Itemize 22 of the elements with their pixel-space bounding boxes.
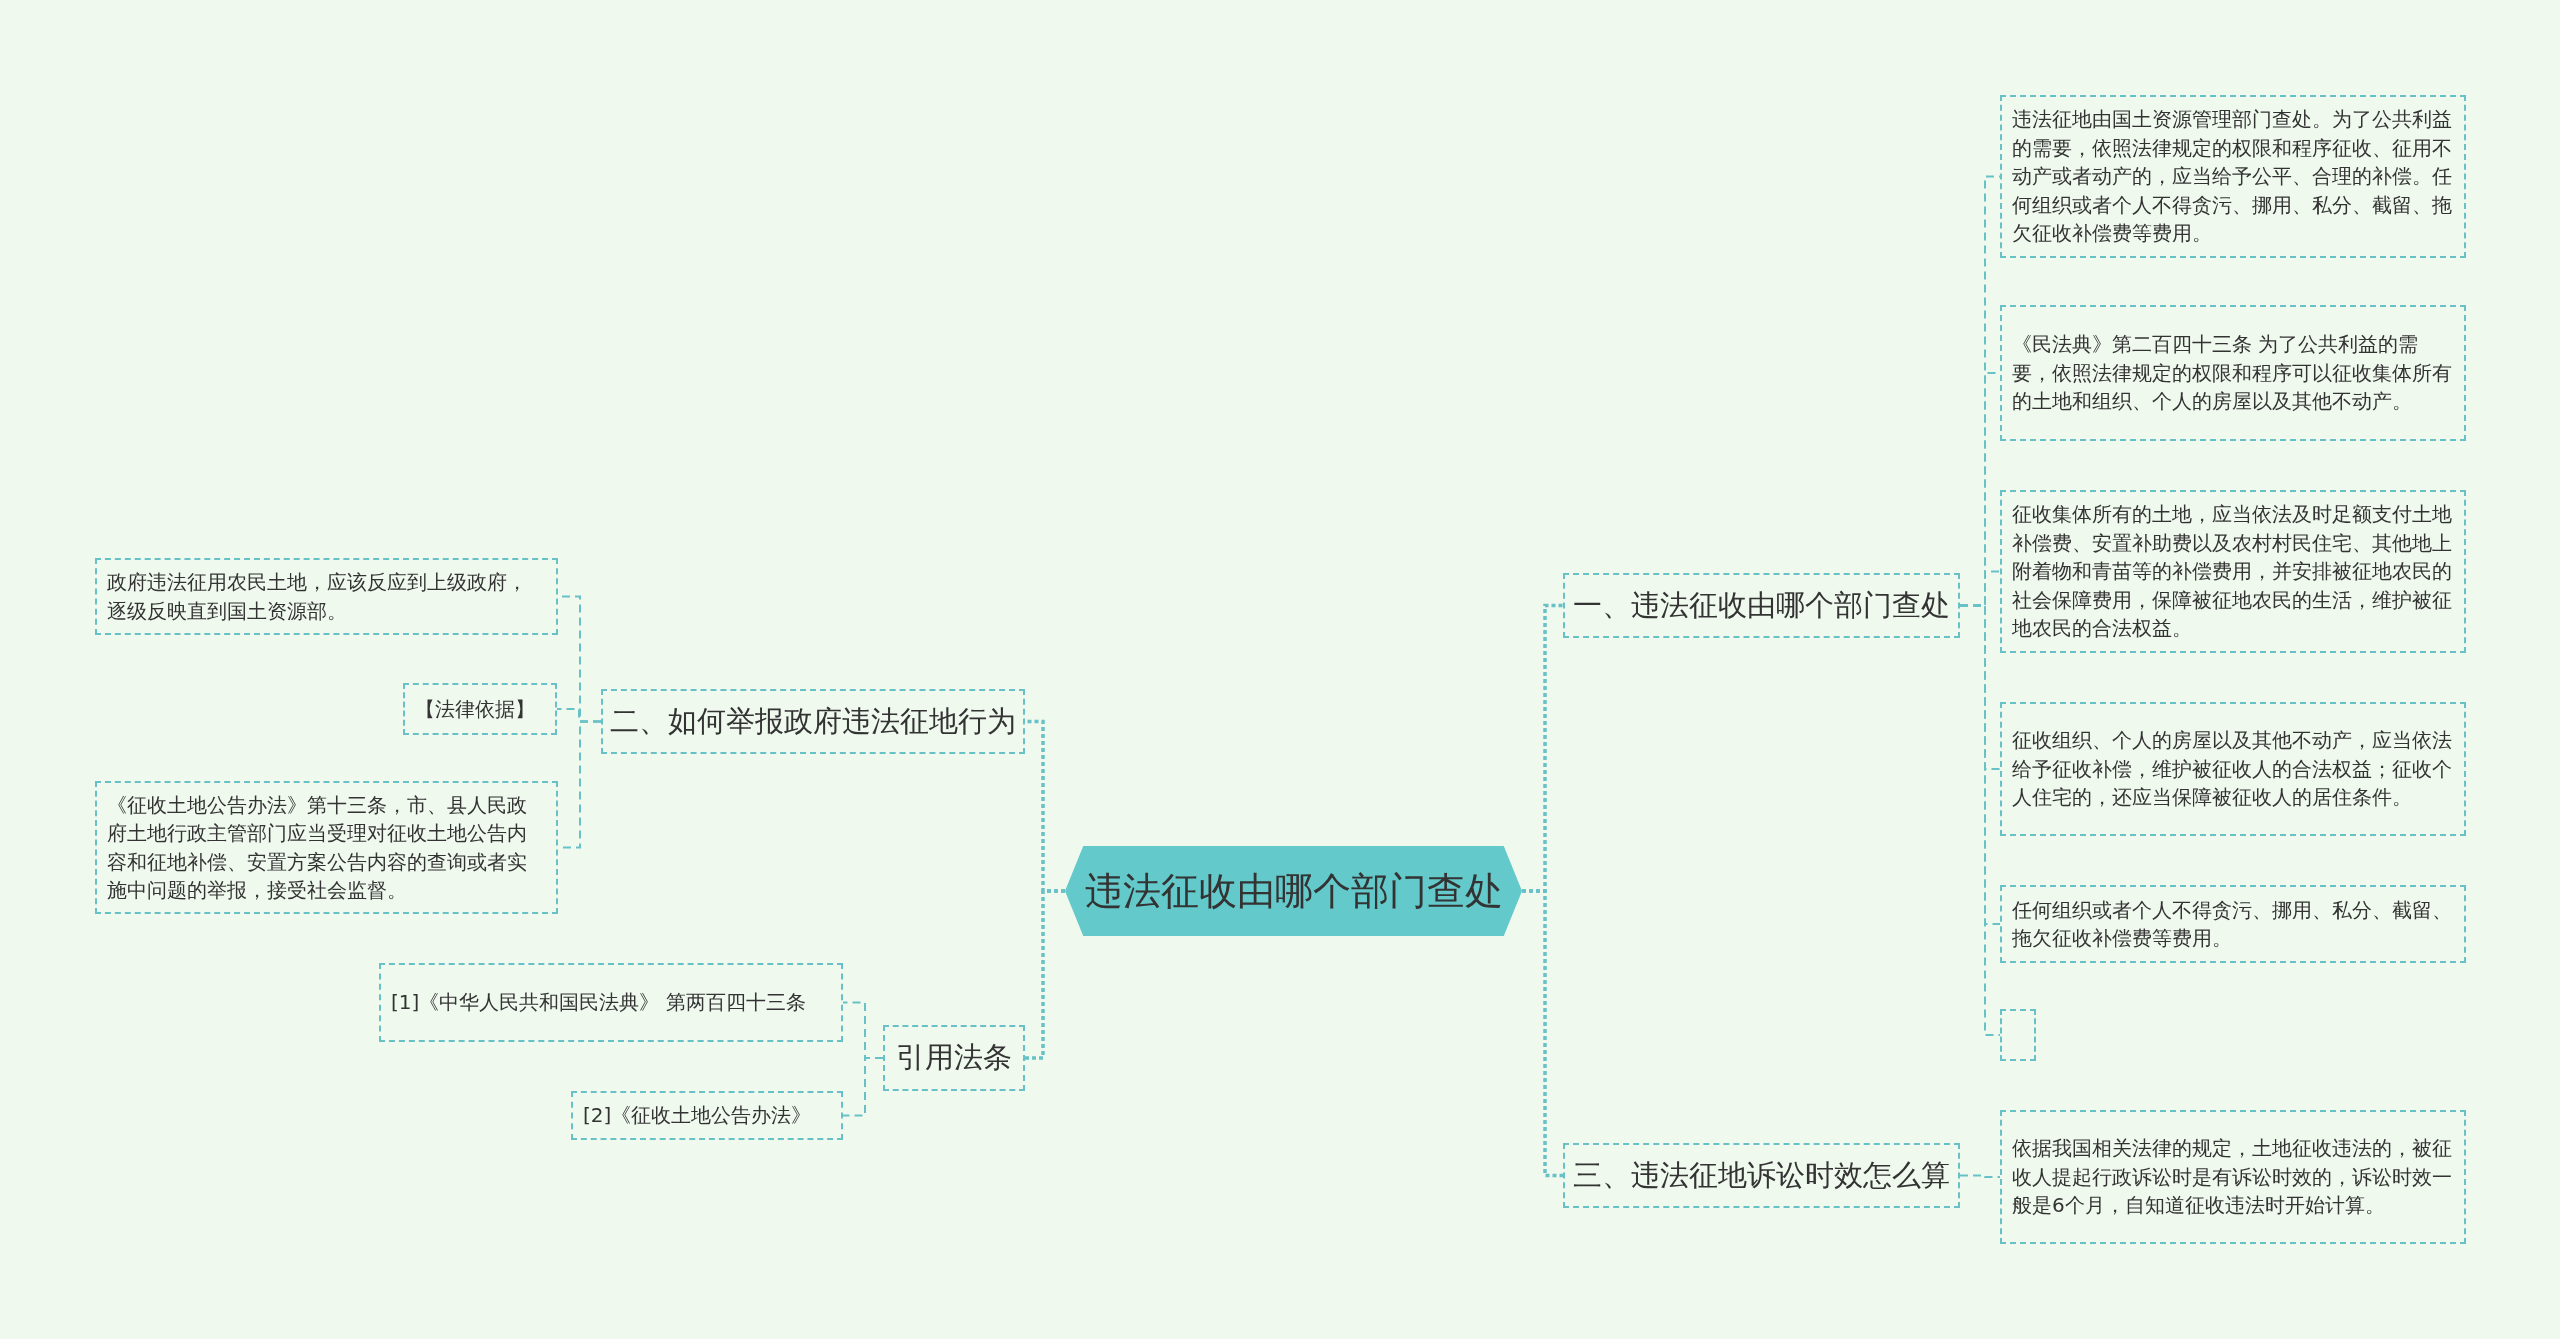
text-box: [2]《征收土地公告办法》 (571, 1091, 843, 1140)
text-box: 任何组织或者个人不得贪污、挪用、私分、截留、拖欠征收补偿费等费用。 (2000, 885, 2466, 963)
connector (1959, 604, 2001, 1036)
topic-box: 引用法条 (883, 1025, 1025, 1091)
text-box: 《民法典》第二百四十三条 为了公共利益的需要，依照法律规定的权限和程序可以征收集体所有的土地和组织、个人的房屋以及其他不动产。 (2000, 305, 2466, 441)
connector (842, 1057, 884, 1117)
text-box: 征收组织、个人的房屋以及其他不动产，应当依法给予征收补偿，维护被征收人的合法权益；征收个人住宅的，还应当保障被征收人的居住条件。 (2000, 702, 2466, 836)
connector (1522, 889, 1563, 1178)
text-box: 征收集体所有的土地，应当依法及时足额支付土地补偿费、安置补助费以及农村村民住宅、其他地上附着物和青苗等的补偿费用，并安排被征地农民的社会保障费用，保障被征地农民的生活，维护被征地农民的合法权益。 (2000, 490, 2466, 653)
text-box: 《征收土地公告办法》第十三条，市、县人民政府土地行政主管部门应当受理对征收土地公告内容和征地补偿、安置方案公告内容的查询或者实施中问题的举报，接受社会监督。 (95, 781, 558, 914)
connector (1025, 889, 1065, 1060)
topic-box: 三、违法征地诉讼时效怎么算 (1563, 1143, 1960, 1208)
text-box: 违法征地由国土资源管理部门查处。为了公共利益的需要，依照法律规定的权限和程序征收、征用不动产或者动产的，应当给予公平、合理的补偿。任何组织或者个人不得贪污、挪用、私分、截留、拖欠征收补偿费等费用。 (2000, 95, 2466, 258)
text-box: [1]《中华人民共和国民法典》 第两百四十三条 (379, 963, 843, 1042)
text-box: 政府违法征用农民土地，应该反应到上级政府，逐级反映直到国土资源部。 (95, 558, 558, 635)
connector (1959, 1174, 2001, 1178)
topic-box: 一、违法征收由哪个部门查处 (1563, 573, 1960, 638)
text-box: 依据我国相关法律的规定，土地征收违法的，被征收人提起行政诉讼时是有诉讼时效的，诉讼时效一般是6个月，自知道征收违法时开始计算。 (2000, 1110, 2466, 1244)
central-topic: 违法征收由哪个部门查处 (1065, 846, 1522, 936)
topic-box: 二、如何举报政府违法征地行为 (601, 689, 1025, 754)
text-box: 【法律依据】 (403, 683, 557, 735)
empty-box (2000, 1009, 2036, 1061)
